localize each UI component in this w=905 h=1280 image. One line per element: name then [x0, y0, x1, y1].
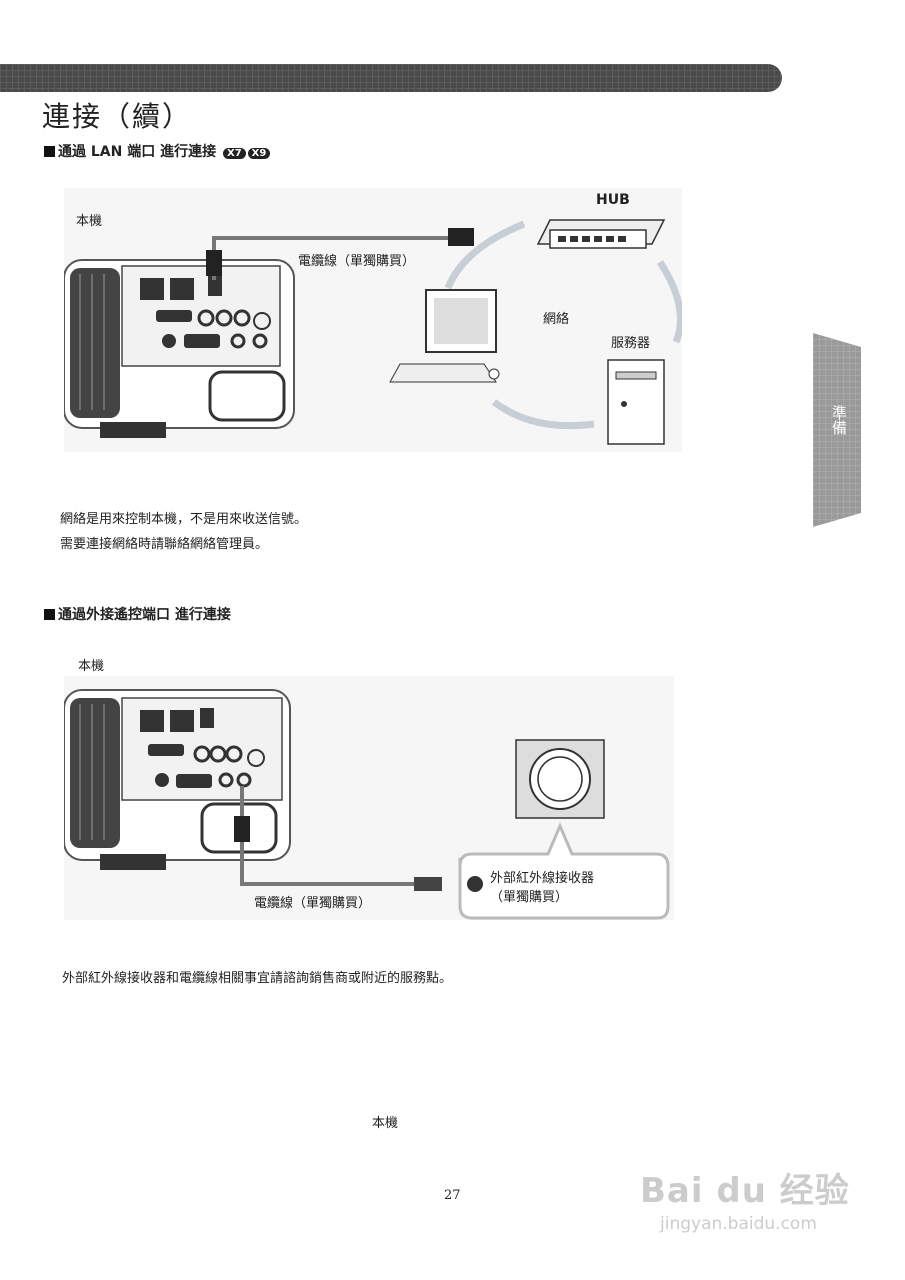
projector-foot	[100, 422, 166, 438]
sync-port	[162, 334, 176, 348]
server-label: 服務器	[611, 336, 651, 351]
side-tab	[813, 333, 861, 527]
server-drive	[615, 371, 657, 380]
lan-unit-label: 本機	[76, 214, 103, 229]
hdmi-port-1	[140, 710, 164, 732]
trigger-port	[218, 772, 234, 788]
model-badge-x9: X9	[247, 148, 271, 159]
lan-notes: 網絡是用來控制本機，不是用來收送信號。 需要連接網絡時請聯絡網絡管理員。	[60, 507, 307, 557]
power-inlet	[208, 370, 286, 422]
rca-3	[225, 745, 243, 763]
receiver-label-line1: 外部紅外線接收器	[490, 871, 595, 886]
aux-port	[253, 312, 271, 330]
remote-note: 外部紅外線接收器和電纜線相關事宜請諮詢銷售商或附近的服務點。	[62, 971, 453, 986]
trigger-port	[230, 333, 246, 349]
lan-note-1: 網絡是用來控制本機，不是用來收送信號。	[60, 512, 308, 527]
lan-diagram	[63, 188, 684, 452]
receiver-label-line2: （單獨購買）	[490, 890, 569, 905]
hub-label: HUB	[596, 192, 630, 208]
remote-diagram-drawing	[63, 689, 670, 920]
lan-diagram-drawing	[63, 219, 684, 445]
lan-cable-label: 電纜線（單獨購買）	[298, 254, 416, 269]
watermark-logo: Bai du 经验	[640, 1171, 850, 1211]
lan-note-2: 需要連接網絡時請聯絡網絡管理員。	[60, 537, 269, 552]
model-badge-x7: X7	[222, 148, 246, 159]
rca-2	[215, 309, 233, 327]
lan-plug-end	[448, 228, 474, 246]
lan-port	[200, 708, 214, 728]
receiver-jack	[467, 876, 483, 892]
stray-unit-label: 本機	[372, 1116, 399, 1131]
rca-2	[209, 745, 227, 763]
projector-vent	[70, 698, 120, 848]
hdmi-port-2	[170, 710, 194, 732]
watermark-url: jingyan.baidu.com	[660, 1214, 817, 1234]
remote-diagram	[63, 676, 674, 920]
lan-plug	[206, 250, 222, 276]
rs232-port	[156, 310, 192, 322]
mini-jack	[414, 877, 442, 891]
side-tab-label: 準備	[830, 405, 848, 435]
sync-port	[155, 773, 169, 787]
remote-unit-label: 本機	[78, 659, 105, 674]
square-bullet-icon	[44, 146, 55, 157]
header-bar	[0, 64, 782, 92]
section-remote-heading: 通過外接遙控端口 進行連接	[44, 604, 231, 624]
hdmi-port-1	[140, 278, 164, 300]
vent-grid	[79, 274, 105, 410]
monitor-screen	[434, 298, 488, 344]
rs232-port	[148, 744, 184, 756]
page-number: 27	[444, 1188, 461, 1203]
rca-3	[233, 309, 251, 327]
square-bullet-icon	[44, 609, 55, 620]
side-tab-shape	[813, 333, 861, 527]
section-remote-heading-text: 通過外接遙控端口 進行連接	[58, 607, 231, 623]
keyboard	[389, 363, 497, 383]
receiver-callout	[458, 822, 670, 920]
pc-port	[184, 334, 220, 348]
remote-cable-label: 電纜線（單獨購買）	[254, 896, 372, 911]
server-led	[621, 401, 627, 407]
section-lan-heading-text: 通過 LAN 端口 進行連接	[58, 144, 217, 160]
projector-vent	[70, 268, 120, 418]
network-label: 網絡	[543, 312, 570, 327]
arrow-computer-server	[491, 399, 595, 430]
mouse	[488, 368, 500, 380]
hdmi-port-2	[170, 278, 194, 300]
remote-port	[252, 333, 268, 349]
pc-port	[176, 774, 212, 788]
arrow-computer-hub	[444, 220, 526, 290]
page-title: 連接（續）	[42, 100, 193, 133]
rca-1	[193, 745, 211, 763]
remote-plug	[234, 816, 250, 842]
arrow-hub-server	[657, 260, 684, 344]
hub-ports	[558, 236, 626, 242]
ir-receiver-lens-inner	[537, 756, 583, 802]
receiver-label: 外部紅外線接收器 （單獨購買）	[490, 867, 594, 905]
vent-grid	[79, 704, 105, 840]
lan-port	[208, 276, 222, 296]
aux-port	[247, 749, 265, 767]
projector-foot	[100, 854, 166, 870]
rca-1	[197, 309, 215, 327]
